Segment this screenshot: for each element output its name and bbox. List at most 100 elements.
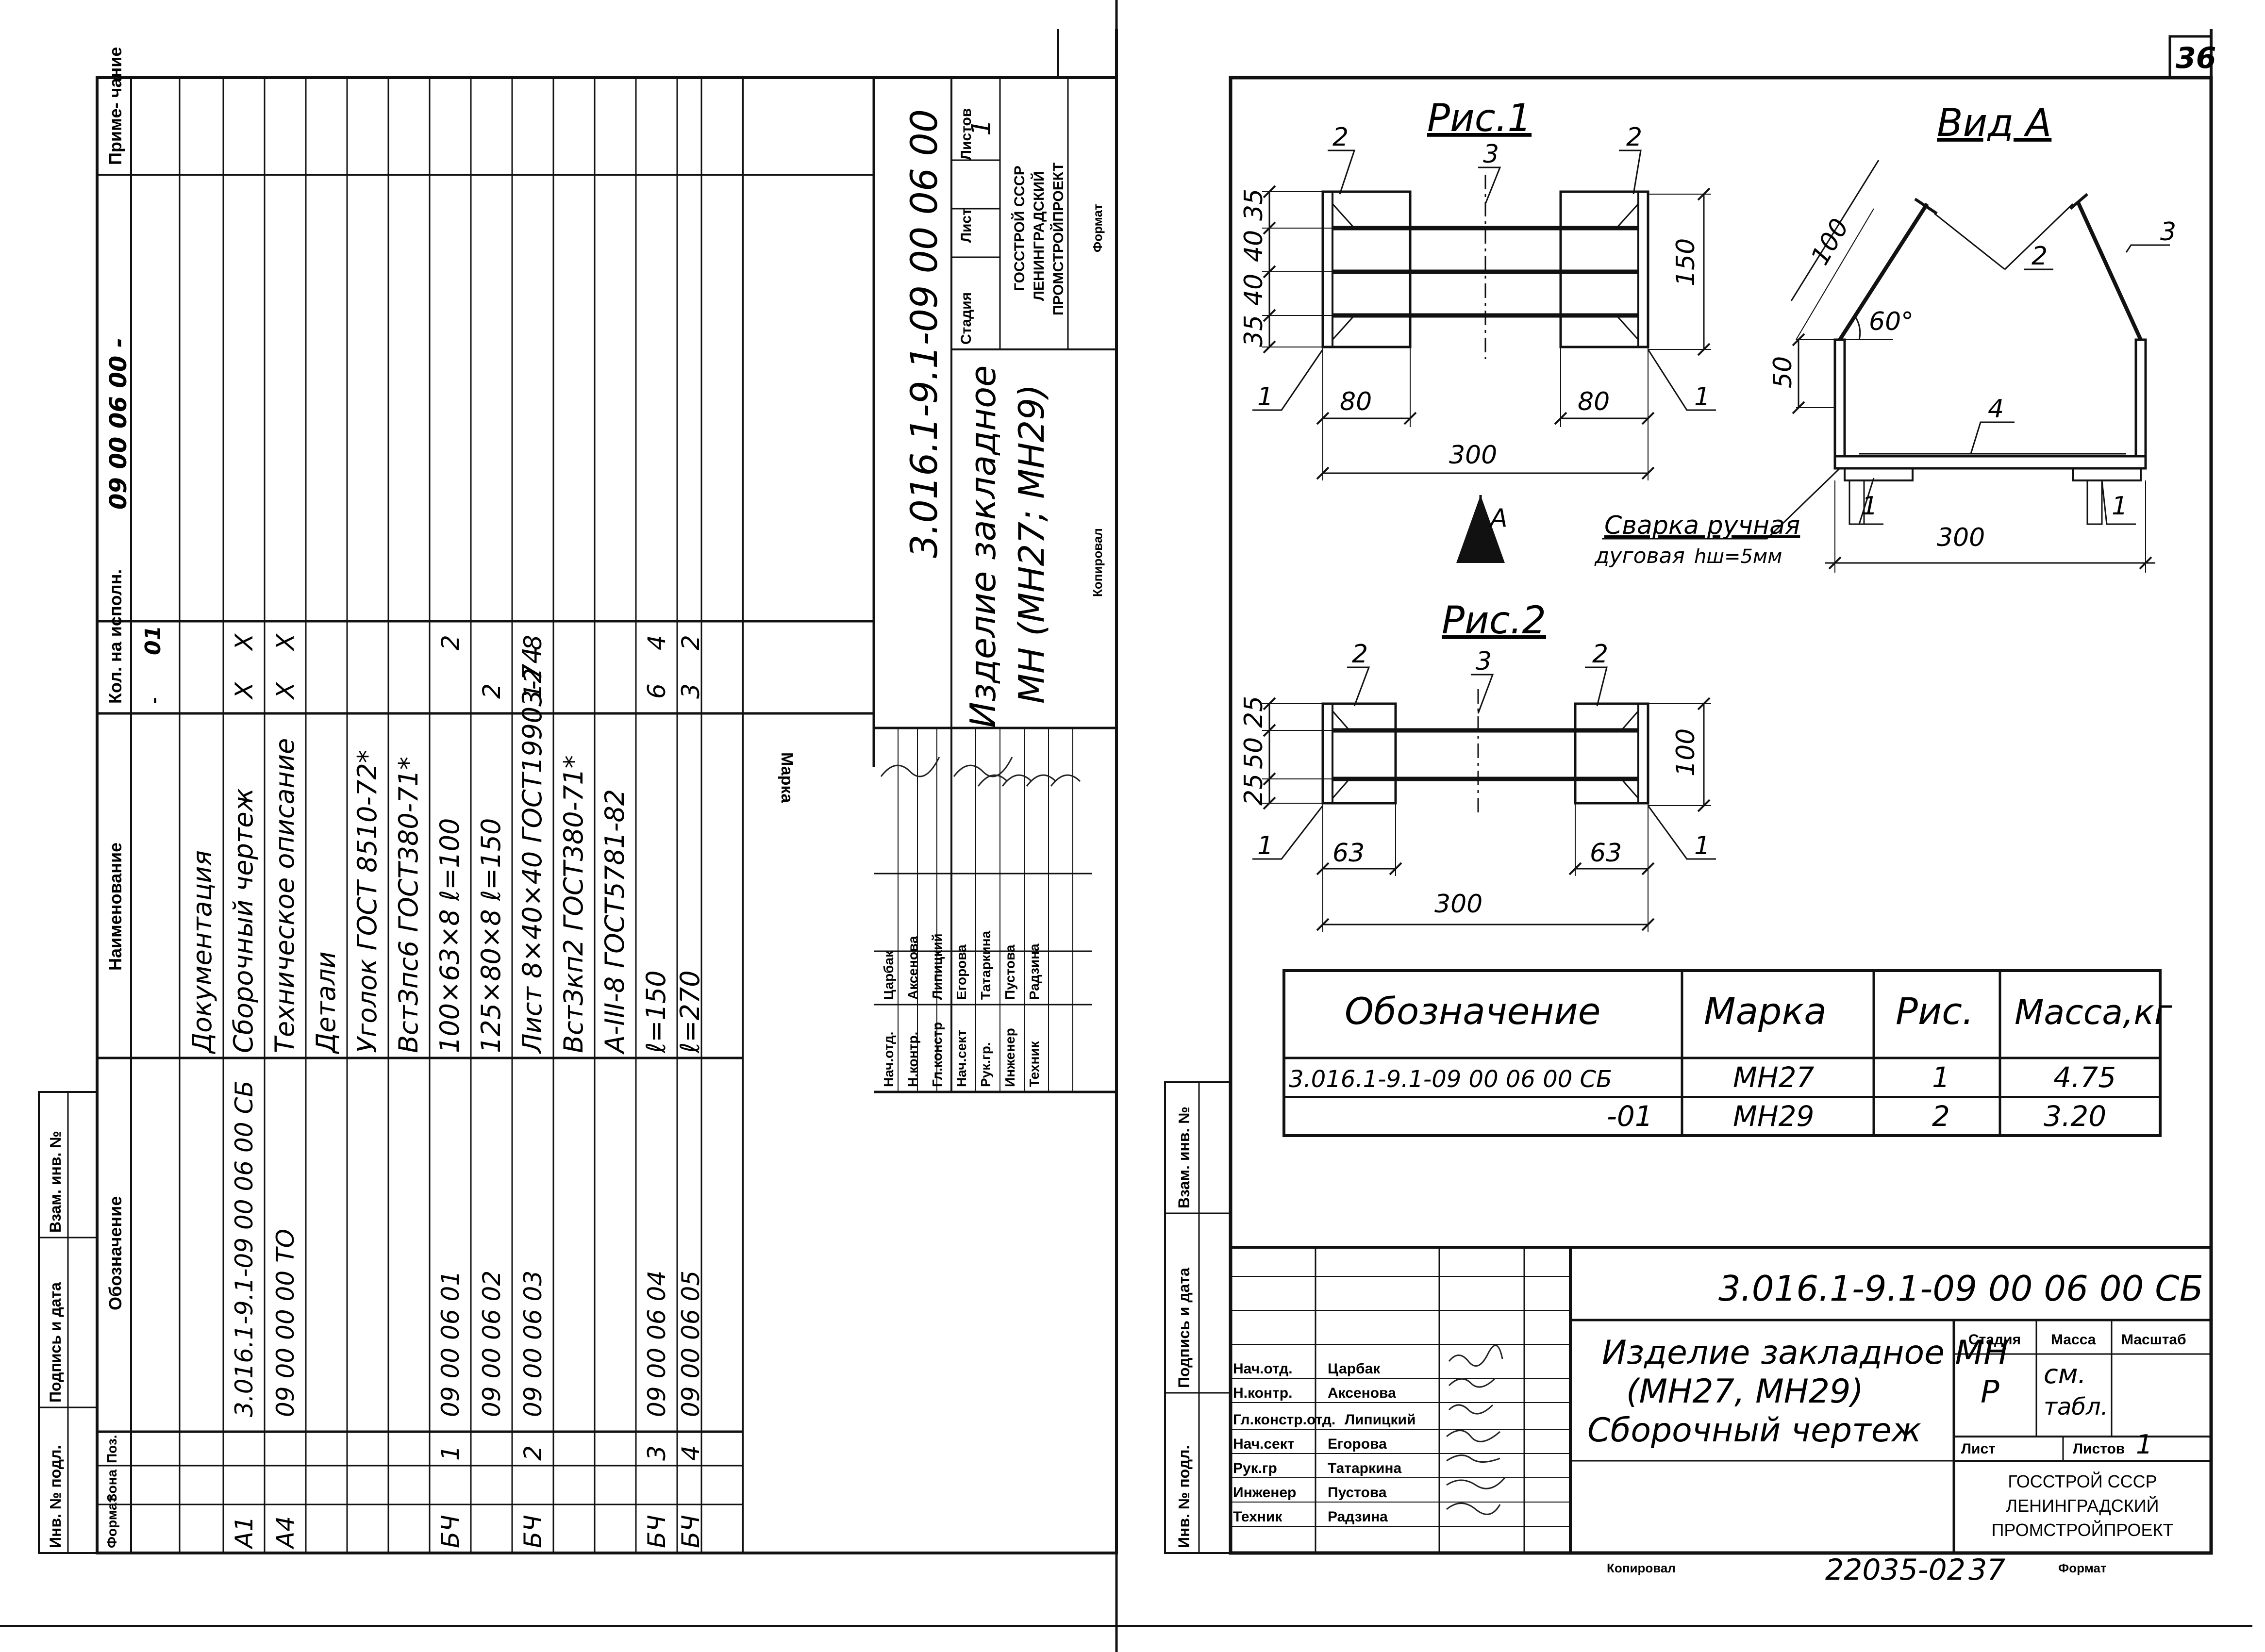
spec-tb-code: 3.016.1-9.1-09 00 06 00 bbox=[902, 109, 946, 558]
spec-hdr-pos: Поз. bbox=[104, 1435, 119, 1463]
mass-row2-marka: МН29 bbox=[1733, 1100, 1814, 1133]
tb-name-1: Аксенова bbox=[1328, 1385, 1396, 1401]
figure-2 bbox=[1252, 666, 1716, 932]
fig1-total: 300 bbox=[1449, 441, 1497, 470]
tb-code: 3.016.1-9.1-09 00 06 00 СБ bbox=[1718, 1268, 2203, 1309]
weld-leg: hш=5мм bbox=[1694, 545, 1782, 568]
view-p1a: 1 bbox=[1862, 492, 1878, 521]
view-width: 300 bbox=[1937, 523, 1985, 552]
spec-staff-5-name: Пустова bbox=[1002, 944, 1017, 1000]
spec-staff-5-role: Инженер bbox=[1002, 1028, 1017, 1087]
fig2-left-w: 63 bbox=[1332, 839, 1365, 868]
spec-hdr-qty: Кол. на исполн. bbox=[105, 569, 125, 704]
fig2-right-w: 63 bbox=[1590, 839, 1622, 868]
mass-table-grid bbox=[1282, 969, 2162, 1137]
fig2-leader-left: 1 bbox=[1257, 831, 1273, 860]
spec-tb-title1: Изделие закладное bbox=[963, 365, 1003, 728]
spec-tb-title2: МН (МН27; МН29) bbox=[1011, 384, 1052, 704]
tb-role-6: Техник bbox=[1233, 1509, 1282, 1525]
fig2-pos-right: 2 bbox=[1592, 640, 1608, 669]
tb-name-4: Татаркина bbox=[1328, 1460, 1402, 1476]
spec-row-8-name: Лист 8×40×40 ГОСТ19903-74 bbox=[517, 647, 548, 1054]
tb-role-1: Н.контр. bbox=[1233, 1385, 1292, 1401]
mass-row1-designation: 3.016.1-9.1-09 00 06 00 СБ bbox=[1289, 1066, 1612, 1093]
spec-staff-6-name: Радзина bbox=[1027, 943, 1042, 1000]
mass-col-fig: Рис. bbox=[1896, 990, 1974, 1033]
fig1-d-top: 35 bbox=[1239, 189, 1268, 221]
tb-role-3: Нач.сект bbox=[1233, 1436, 1294, 1452]
spec-row-3-name: Детали bbox=[311, 951, 341, 1054]
fig1-pos-right: 2 bbox=[1626, 123, 1642, 152]
spec-row-11-q0: 6 bbox=[643, 683, 671, 699]
spec-row-7-designation: 09 00 06 02 bbox=[478, 1271, 506, 1417]
spec-tb-org2: ЛЕНИНГРАДСКИЙ bbox=[1031, 171, 1047, 301]
tb-stage-value: Р bbox=[1981, 1374, 1999, 1410]
spec-side-replace: Взам. инв. № bbox=[47, 1131, 64, 1233]
mass-row2-designation: -01 bbox=[1607, 1100, 1653, 1133]
spec-row-1-format: А1 bbox=[230, 1516, 258, 1550]
fig2-pos-mid: 3 bbox=[1476, 647, 1492, 676]
tb-role-2: Гл.констр.отд. bbox=[1233, 1412, 1335, 1428]
bottom-number: 22035-02 bbox=[1825, 1553, 1965, 1587]
tb-name-3: Егорова bbox=[1328, 1436, 1387, 1452]
mass-row2-mass: 3.20 bbox=[2044, 1100, 2106, 1133]
spec-tb-sheet: Лист bbox=[958, 208, 974, 243]
weld-line2: дуговая bbox=[1594, 544, 1685, 568]
tb-copy-label: Копировал bbox=[1607, 1561, 1676, 1575]
spec-row-12-q0: 3 bbox=[677, 683, 705, 699]
tb-title3: Сборочный чертеж bbox=[1587, 1411, 1921, 1450]
tb-role-0: Нач.отд. bbox=[1233, 1361, 1293, 1377]
spec-sheet bbox=[0, 0, 1126, 1652]
spec-row-10-name: А-III-8 ГОСТ5781-82 bbox=[600, 789, 630, 1055]
spec-row-7-name: 125×80×8 ℓ=150 bbox=[476, 818, 506, 1053]
view-p2: 2 bbox=[2032, 242, 2048, 271]
spec-row-1-designation: 3.016.1-9.1-09 00 06 00 СБ bbox=[230, 1080, 258, 1417]
tb-role-4: Рук.гр bbox=[1233, 1460, 1277, 1476]
view-p1b: 1 bbox=[2112, 492, 2128, 521]
spec-tb-org3: ПРОМСТРОЙПРОЕКТ bbox=[1050, 163, 1066, 315]
spec-row-8-pos: 2 bbox=[519, 1445, 547, 1461]
tb-name-2: Липицкий bbox=[1345, 1412, 1416, 1428]
spec-staff-2-role: Гл.констр bbox=[930, 1022, 945, 1087]
spec-side-inv: Инв. № подл. bbox=[47, 1445, 64, 1548]
mass-col-mass: Масса,кг bbox=[2015, 992, 2173, 1032]
spec-row-5-name: ВстЗпс6 ГОСТ380-71* bbox=[393, 757, 424, 1053]
spec-row-6-designation: 09 00 06 01 bbox=[436, 1271, 465, 1417]
view-h: 50 bbox=[1768, 356, 1798, 388]
view-p3: 3 bbox=[2160, 217, 2176, 247]
spec-side-sign: Подпись и дата bbox=[47, 1282, 64, 1403]
spec-row-2-format: А4 bbox=[271, 1516, 300, 1550]
mass-row1-marka: МН27 bbox=[1733, 1061, 1815, 1094]
fig1-height: 150 bbox=[1671, 238, 1700, 286]
spec-hdr-qty-doc: 09 00 06 00 - bbox=[105, 338, 132, 510]
tb-org3: ПРОМСТРОЙПРОЕКТ bbox=[1991, 1520, 2173, 1540]
side-stamp-replace: Взам. инв. № bbox=[1175, 1107, 1193, 1208]
arrow-a-label: А bbox=[1489, 504, 1508, 533]
spec-row-11-pos: 3 bbox=[643, 1445, 671, 1461]
fig1-leader-left: 1 bbox=[1257, 382, 1273, 412]
spec-row-8-format: БЧ bbox=[519, 1515, 547, 1548]
spec-row-4-name: Уголок ГОСТ 8510-72* bbox=[352, 750, 383, 1053]
spec-row-6-name: 100×63×8 ℓ=100 bbox=[434, 818, 465, 1053]
mass-col-designation: Обозначение bbox=[1345, 990, 1600, 1033]
fig2-d-top: 25 bbox=[1239, 696, 1268, 728]
spec-hdr-01: 01 bbox=[141, 626, 166, 655]
view-angle: 60° bbox=[1869, 307, 1914, 336]
spec-staff-4-name: Татаркина bbox=[978, 930, 993, 1000]
spec-staff-3-role: Нач.сект bbox=[954, 1030, 969, 1087]
spec-hdr-zone: Зона bbox=[104, 1469, 119, 1502]
spec-row-12-format: БЧ bbox=[677, 1515, 705, 1548]
spec-row-8-q1: 8 bbox=[519, 635, 547, 650]
tb-org1: ГОССТРОЙ СССР bbox=[2008, 1471, 2157, 1491]
tb-name-6: Радзина bbox=[1328, 1509, 1388, 1525]
side-stamp-inv: Инв. № подл. bbox=[1175, 1445, 1193, 1548]
spec-hdr-format: Формат bbox=[104, 1496, 119, 1548]
mass-col-marka: Марка bbox=[1704, 990, 1827, 1033]
signatures bbox=[880, 757, 1506, 1515]
spec-hdr-dash: - bbox=[143, 697, 165, 704]
spec-hdr-note: Приме- чание bbox=[105, 47, 125, 165]
tb-format-label: Формат bbox=[2058, 1561, 2107, 1575]
tb-sheets-label: Листов bbox=[2073, 1441, 2125, 1457]
